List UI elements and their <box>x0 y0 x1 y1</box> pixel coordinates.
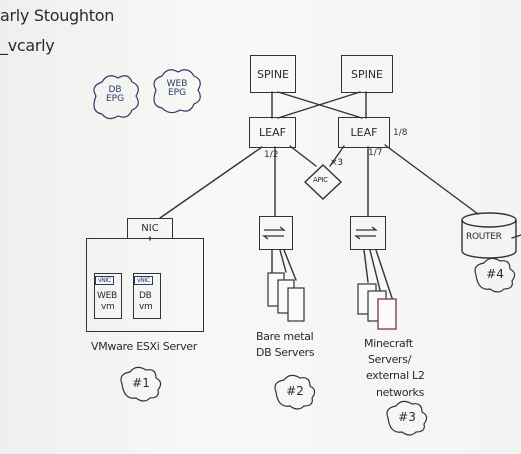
web-epg-label: WEB EPG <box>166 79 188 98</box>
apic-count: ×3 <box>330 158 343 168</box>
bare-metal-caption-1: Bare metal <box>256 330 314 343</box>
minecraft-switch <box>350 216 386 250</box>
db-vm-vnic: vNIC <box>134 276 153 285</box>
cloud-1 <box>120 366 162 402</box>
label-1: #1 <box>132 376 150 390</box>
router-label: ROUTER <box>466 232 502 242</box>
bare-metal-switch-arrows-icon <box>262 226 286 240</box>
web-epg-cloud <box>153 69 201 114</box>
minecraft-caption-2: Servers/ <box>368 353 412 366</box>
port-leaf2-router: 1/8 <box>393 128 408 138</box>
cloud-2 <box>274 374 316 410</box>
spine-1: SPINE <box>250 55 296 93</box>
spine-2: SPINE <box>341 55 393 93</box>
apic-label: APIC <box>313 176 328 184</box>
nic-box: NIC <box>127 218 173 239</box>
link-leaf1-nic <box>159 146 263 219</box>
port-leaf2-down: 1/7 <box>368 148 383 158</box>
bare-metal-caption-2: DB Servers <box>256 346 315 359</box>
label-2: #2 <box>286 384 304 398</box>
db-epg-cloud <box>93 75 139 120</box>
bare-metal-switch <box>259 216 293 250</box>
cloud-4 <box>474 257 516 293</box>
label-4: #4 <box>486 267 504 281</box>
minecraft-caption-3: external L2 <box>366 369 425 382</box>
port-leaf1-down: 1/2 <box>264 150 279 160</box>
bare-metal-servers <box>267 272 305 322</box>
web-vm-line1: WEB <box>97 291 117 301</box>
apic-diamond <box>303 164 343 200</box>
leaf-2: LEAF <box>338 117 390 148</box>
web-vm-line2: vm <box>101 302 115 312</box>
link-apic-leaf1 <box>289 145 317 167</box>
db-vm-box <box>133 273 161 319</box>
leaf-1: LEAF <box>249 117 296 148</box>
web-vm-box <box>94 273 122 319</box>
link-leaf2-router <box>384 144 479 215</box>
db-vm-line1: DB <box>139 291 152 301</box>
db-vm-line2: vm <box>139 302 153 312</box>
db-epg-label: DB EPG <box>105 85 125 104</box>
esxi-server-box <box>86 238 204 332</box>
label-3: #3 <box>398 410 416 424</box>
minecraft-caption-4: networks <box>376 386 425 399</box>
link-spine2-leaf1 <box>277 91 361 119</box>
minecraft-caption-1: Minecraft <box>364 337 413 350</box>
minecraft-servers <box>357 283 397 330</box>
cloud-3 <box>386 400 428 436</box>
author-name: arly Stoughton <box>0 6 115 25</box>
author-handle: _vcarly <box>0 36 55 55</box>
web-vm-vnic: vNIC <box>95 276 114 285</box>
link-apic-leaf2 <box>329 145 345 167</box>
esxi-caption: VMware ESXi Server <box>91 340 197 353</box>
router-cylinder <box>461 212 517 259</box>
minecraft-switch-arrows-icon <box>354 226 378 240</box>
